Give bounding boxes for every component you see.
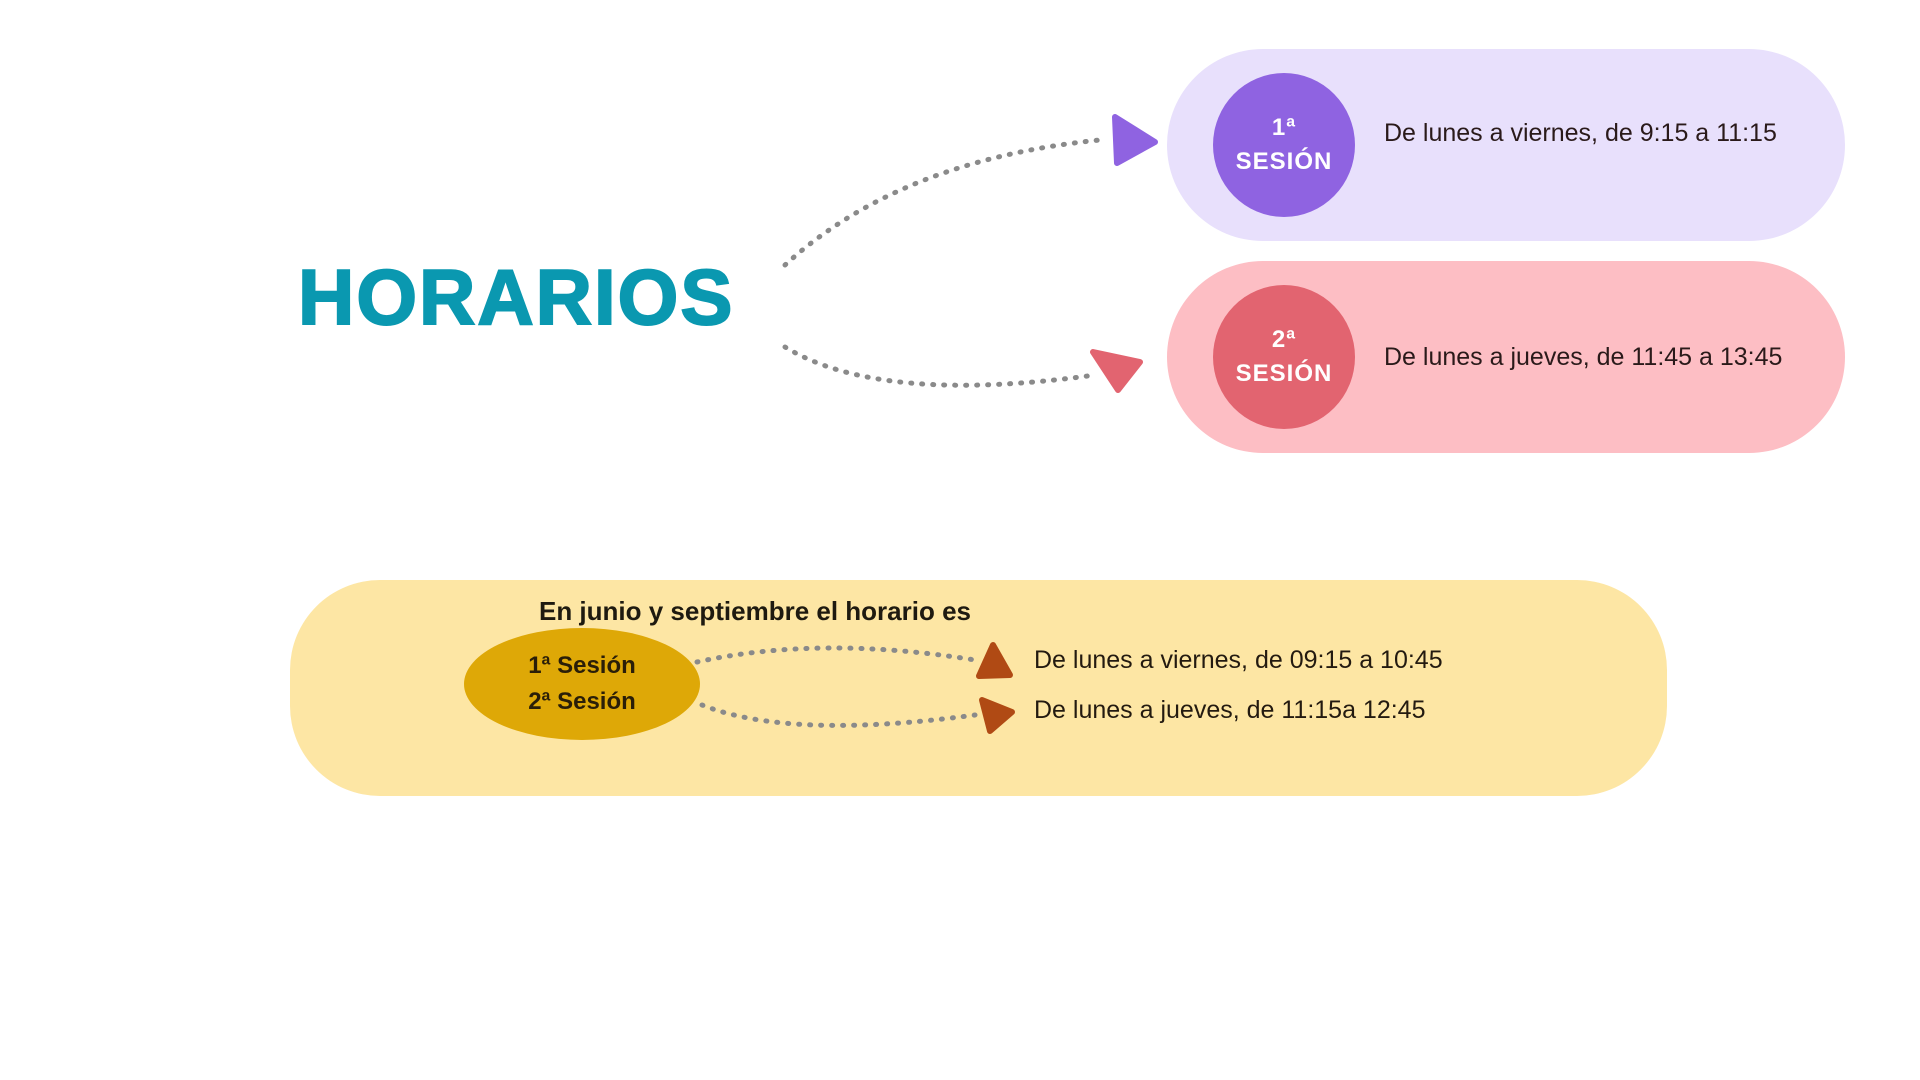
session-2-card: 2ª SESIÓN De lunes a jueves, de 11:45 a … [1167,261,1845,453]
special-schedule-line-1: De lunes a viernes, de 09:15 a 10:45 [1034,646,1443,674]
special-session-1-label: 1ª Sesión [528,652,636,679]
session-1-card: 1ª SESIÓN De lunes a viernes, de 9:15 a … [1167,49,1845,241]
arrowhead-pink [1090,349,1143,393]
session-1-badge: 1ª SESIÓN [1213,73,1355,217]
session-number: 2ª [1271,326,1297,353]
dotted-connector-4 [699,702,978,728]
arrowhead-brown-1 [976,642,1013,679]
session-2-badge: 2ª SESIÓN [1213,285,1355,429]
session-number: 1ª [1271,114,1297,141]
special-schedule-heading: En junio y septiembre el horario es [538,596,971,626]
arrowhead-brown-2 [979,697,1015,734]
session-label: SESIÓN [1235,360,1333,387]
special-schedule-line-2: De lunes a jueves, de 11:15a 12:45 [1034,696,1426,724]
sessions-ellipse: 1ª Sesión 2ª Sesión [464,628,700,740]
dotted-connector-2 [782,344,1098,388]
session-1-schedule: De lunes a viernes, de 9:15 a 11:15 [1384,118,1777,147]
page-title: HORARIOS [297,252,735,342]
arrowhead-purple [1112,114,1158,166]
special-session-2-label: 2ª Sesión [528,688,636,715]
session-2-schedule: De lunes a jueves, de 11:45 a 13:45 [1384,342,1783,371]
dotted-connector-3 [694,645,978,665]
session-label: SESIÓN [1235,148,1333,175]
